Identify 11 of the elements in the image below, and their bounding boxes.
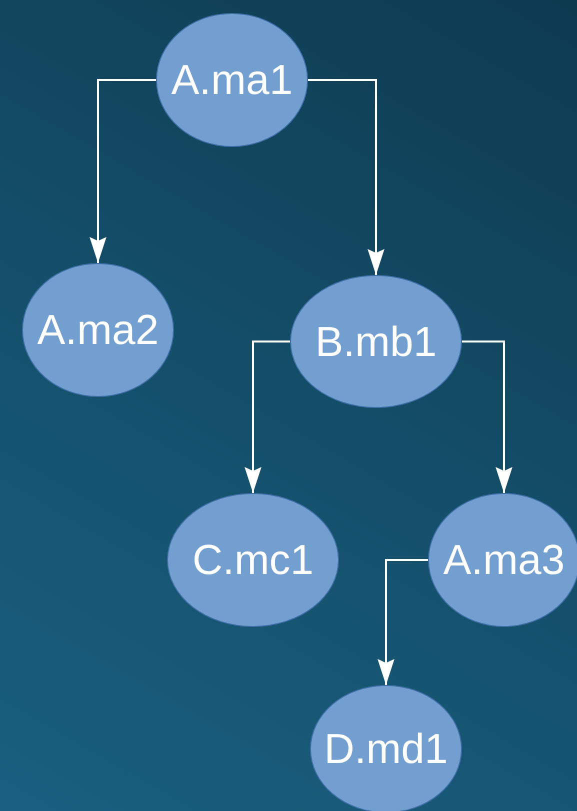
node-label: A.ma3 [443,539,565,581]
node-label: C.mc1 [192,539,314,581]
node-label: A.ma2 [37,309,159,351]
node-label: A.ma1 [171,59,293,101]
arrow [462,340,512,493]
arrow [308,79,384,275]
arrow [378,559,428,685]
arrow [244,340,290,493]
arrow [90,79,156,263]
node-label: D.md1 [324,728,448,770]
node-label: B.mb1 [315,320,437,362]
